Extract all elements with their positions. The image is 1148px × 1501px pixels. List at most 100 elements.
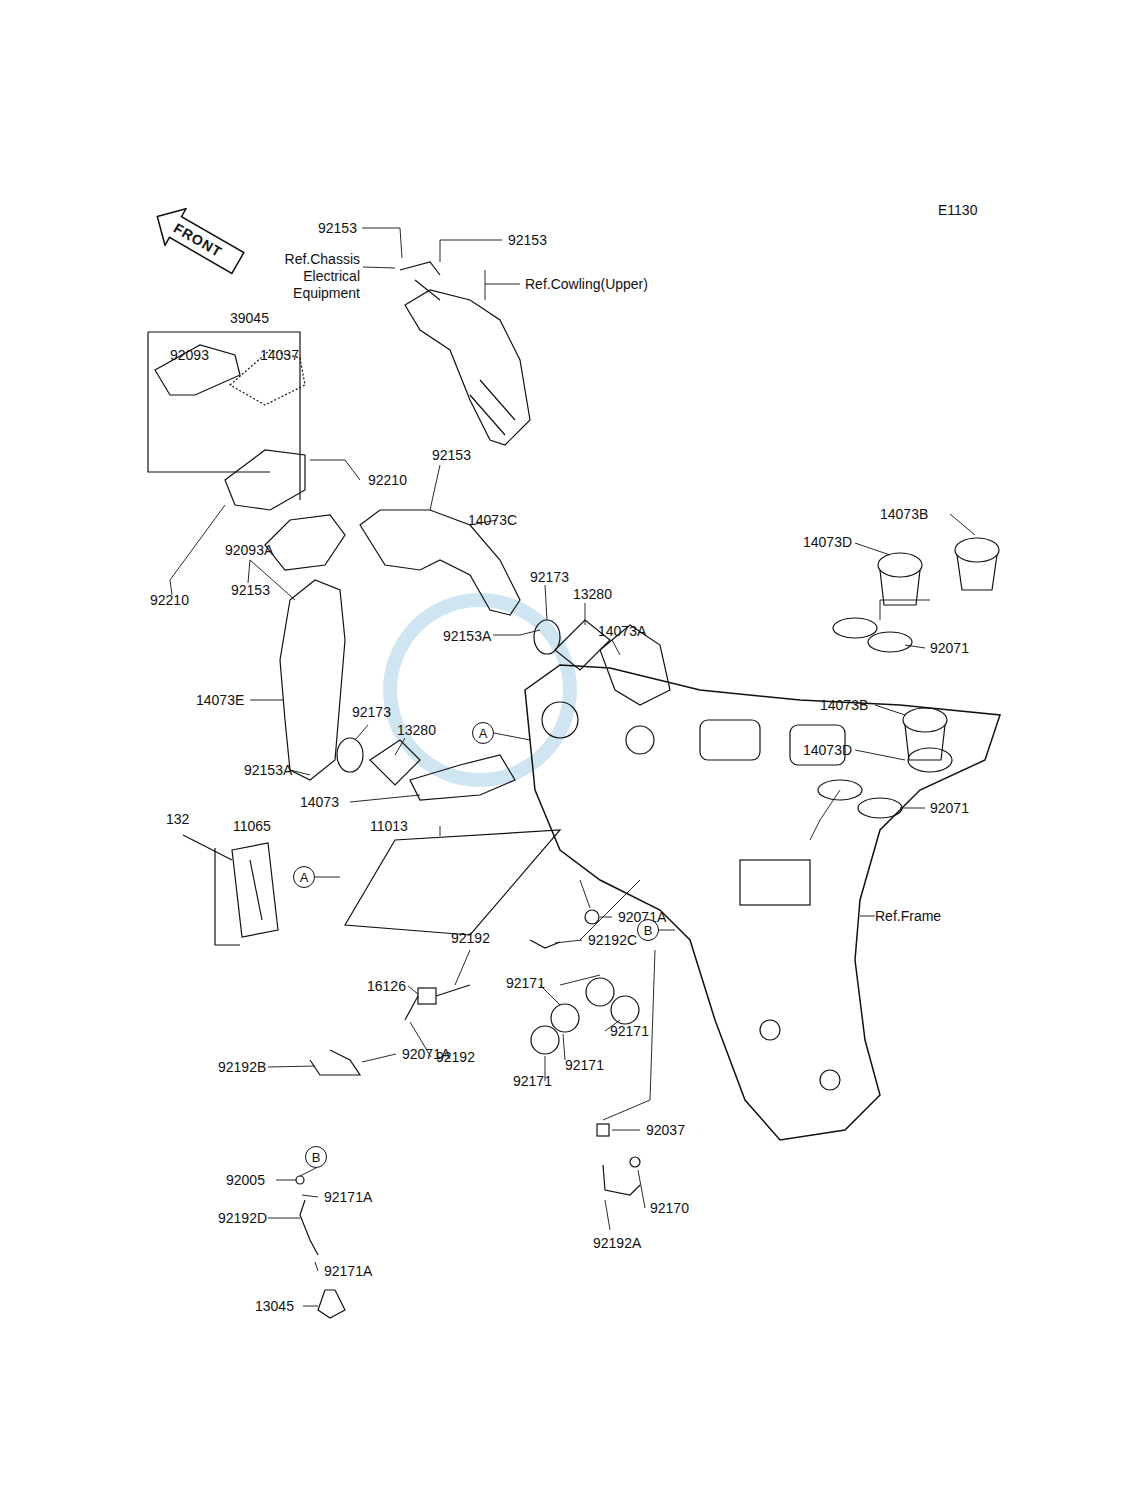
callout-number: 92037 [646,1122,685,1139]
frame-hole [820,1070,840,1090]
direction-arrow: FRONT [145,197,250,283]
callout-number: 14073E [196,692,244,709]
hose-part [310,985,470,1075]
callout-number: 92171 [610,1023,649,1040]
group-bracket [148,332,300,500]
filter-part [345,830,560,935]
callout-number: 92210 [150,592,189,609]
grill-part [155,345,240,395]
callout-number: 92071 [930,800,969,817]
callout-number: 13280 [573,586,612,603]
callout-number: 92171 [513,1073,552,1090]
clip-part [630,1157,640,1167]
reference-note: Ref.Frame [875,908,941,925]
leader-lines [170,228,975,1306]
callout-number: 92153 [432,447,471,464]
callout-number: 92071A [402,1046,450,1063]
callout-number: 14073D [803,742,852,759]
callout-number: 92071 [930,640,969,657]
callout-number: 14073 [300,794,339,811]
frame-opening [740,860,810,905]
reference-letter: A [479,726,488,741]
group-bracket [183,835,240,945]
bracket-part [405,290,530,445]
callout-number: 14037 [260,347,299,364]
callout-number: E1130 [938,202,977,219]
cover-part [232,843,278,937]
funnel-part [955,538,999,562]
valve-part [418,988,436,1004]
duct-inlet-part [225,450,305,510]
callout-number: 39045 [230,310,269,327]
callout-number: 13045 [255,1298,294,1315]
callout-number: 11065 [233,818,271,835]
callout-number: 92192C [588,932,637,949]
callout-number: 92005 [226,1172,265,1189]
callout-number: 92153 [508,232,547,249]
hose-part [603,1165,640,1195]
callout-number: 92192D [218,1210,267,1227]
callout-number: 13280 [397,722,436,739]
seal-part [265,515,345,570]
callout-number: 16126 [367,978,406,995]
clamp-part [586,978,614,1006]
callout-number: 92192A [593,1235,641,1252]
callout-number: 92093A [225,542,273,559]
funnel-part [957,555,997,590]
reference-circle: A [472,722,494,744]
funnel-part [878,553,922,577]
callout-number: 92173 [530,569,569,586]
callout-number: 92153A [443,628,491,645]
gasket-part [868,632,912,652]
cover-slot [250,860,262,920]
duct-part [360,510,520,615]
callout-number: 14073C [468,512,517,529]
callout-number: 92173 [352,704,391,721]
callout-number: 92153A [244,762,292,779]
callout-number: 92153 [318,220,357,237]
callout-number: 92171 [506,975,545,992]
clamp-part [551,1004,579,1032]
callout-number: 92171 [565,1057,604,1074]
callout-number: 92192 [451,930,490,947]
callout-number: 14073A [598,623,646,640]
bottle-part [318,1290,345,1318]
hose-part [300,1200,318,1255]
clamp-part [611,996,639,1024]
frame-opening [700,720,760,760]
grommet-part [585,910,599,924]
funnel-part [905,725,945,760]
reference-letter: B [312,1150,321,1165]
gasket-part [370,740,420,785]
reference-letter: A [300,870,309,885]
reference-note: Ref.Chassis Electrical Equipment [250,251,360,302]
reference-note: Ref.Cowling(Upper) [525,276,648,293]
hose-part [530,940,560,948]
frame-port [542,702,578,738]
frame-hole [760,1020,780,1040]
callout-number: 92171A [324,1189,372,1206]
reference-circle: B [637,919,659,941]
callout-number: 92171A [324,1263,372,1280]
callout-number: 132 [166,811,189,828]
reference-circle: A [293,866,315,888]
frame-port [626,726,654,754]
bracket-detail [400,262,515,435]
callout-number: 14073D [803,534,852,551]
reference-letter: B [644,923,653,938]
funnel-part [903,708,947,732]
clamp-part [531,1026,559,1054]
callout-number: 14073B [820,697,868,714]
gasket-part [833,618,877,638]
callout-number: 92192B [218,1059,266,1076]
reference-circle: B [305,1146,327,1168]
clip-part [597,1124,609,1136]
callout-number: 11013 [370,818,408,835]
funnel-part [908,748,952,772]
duct-part [280,580,345,780]
bolt-part [296,1176,304,1184]
watermark-logo [390,600,570,780]
callout-number: 92210 [368,472,407,489]
callout-number: 92170 [650,1200,689,1217]
callout-number: 92153 [231,582,270,599]
